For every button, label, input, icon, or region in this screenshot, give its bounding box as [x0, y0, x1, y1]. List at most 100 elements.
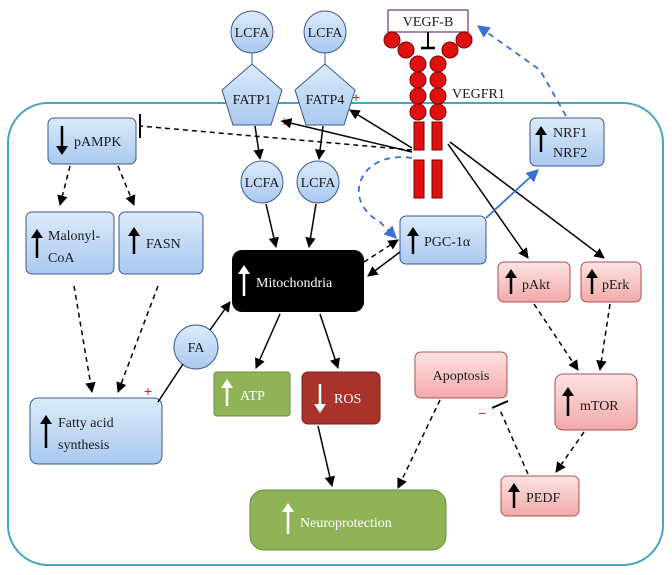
lcfa-inner-1: LCFA: [240, 160, 284, 204]
svg-text:LCFA: LCFA: [301, 176, 337, 191]
svg-text:LCFA: LCFA: [245, 176, 281, 191]
up-arrow-icon-head: [586, 269, 598, 278]
receptor-transmembrane: [413, 121, 425, 151]
up-arrow-icon-head: [508, 483, 520, 492]
blue-connectors: [357, 25, 567, 239]
down-arrow-icon-head: [314, 404, 326, 413]
svg-text:Malonyl-: Malonyl-: [48, 229, 100, 244]
pgc1a-node: PGC-1α: [399, 215, 487, 265]
receptor-domain: [429, 103, 447, 121]
arrow-mito-atp: [255, 313, 281, 369]
mtor-node: mTOR: [554, 373, 638, 431]
arrow-pampk-fasn: [117, 165, 136, 206]
vegfr1-receptor: VEGF-B VEGFR1: [383, 9, 505, 199]
dashed-connectors: [57, 125, 611, 489]
svg-text:pErk: pErk: [602, 278, 629, 293]
line-fas-fa: [157, 363, 184, 403]
receptor-domain: [409, 55, 427, 73]
receptor-kinase: [431, 159, 443, 199]
receptor-domain: [409, 103, 427, 121]
receptor-kinase: [413, 159, 425, 199]
arrow-mito-pgc1a: [363, 239, 399, 263]
arrow-fasn-fas: [116, 285, 159, 393]
mitochondria-node: Mitochondria: [232, 250, 364, 312]
receptor-domain: [429, 71, 447, 89]
svg-text:NRF1: NRF1: [553, 126, 587, 141]
svg-text:LCFA: LCFA: [235, 26, 271, 41]
up-arrow-icon-head: [128, 227, 140, 236]
receptor-domain: [455, 31, 473, 49]
receptor-domain: [383, 31, 401, 49]
arrow-fa-mito: [209, 301, 231, 331]
svg-text:pAMPK: pAMPK: [74, 135, 121, 150]
svg-text:FASN: FASN: [146, 237, 181, 252]
malonyl-coa-node: Malonyl- CoA: [25, 211, 115, 275]
fasn-node: FASN: [118, 211, 204, 275]
svg-text:PEDF: PEDF: [526, 491, 560, 506]
inhibit-receptor-pampk: [139, 125, 413, 151]
svg-text:Fatty acid: Fatty acid: [58, 416, 114, 431]
up-arrow-icon-head: [40, 415, 52, 424]
receptor-domain: [409, 71, 427, 89]
down-arrow-icon-head: [56, 146, 68, 155]
arrow-receptor-fatp1: [280, 118, 413, 153]
up-arrow-icon-head: [221, 379, 233, 388]
apoptosis-node: Apoptosis −: [414, 351, 508, 421]
arrow-receptor-pgc1a: [357, 156, 413, 239]
pampk-node: pAMPK: [47, 117, 137, 165]
vegfr1-label: VEGFR1: [452, 87, 505, 102]
arrow-perk-mtor: [596, 303, 611, 372]
svg-text:Mitochondria: Mitochondria: [256, 276, 333, 291]
nrf-node: NRF1 NRF2: [529, 117, 605, 167]
arrow-receptor-pakt: [447, 143, 529, 259]
fatp4-transporter: FATP4 +: [294, 63, 360, 126]
up-arrow-icon-head: [562, 387, 574, 396]
fatp4-plus-sign: +: [352, 89, 360, 105]
perk-node: pErk: [580, 261, 642, 303]
fatp1-transporter: FATP1 +: [221, 63, 288, 129]
arrow-fatp1-lcfa: [253, 125, 264, 161]
arrow-mito-ros: [319, 313, 340, 369]
arrow-malonyl-fas: [73, 285, 96, 394]
svg-text:mTOR: mTOR: [580, 399, 619, 414]
lcfa-top-1: LCFA: [230, 10, 274, 54]
arrow-pakt-mtor: [533, 303, 579, 371]
svg-text:FATP1: FATP1: [233, 93, 272, 108]
arrow-lcfa-mito: [305, 203, 317, 249]
svg-text:NRF2: NRF2: [553, 146, 587, 161]
receptor-domain: [409, 87, 427, 105]
svg-text:FA: FA: [188, 341, 206, 356]
apoptosis-minus-sign: −: [478, 405, 486, 421]
svg-text:Apoptosis: Apoptosis: [433, 369, 490, 384]
fa-node: FA: [173, 324, 219, 370]
receptor-domain: [441, 41, 459, 59]
arrow-pgc1a-nrf: [485, 169, 539, 219]
up-arrow-icon-head: [505, 269, 517, 278]
arrow-lcfa-mito: [265, 203, 279, 249]
receptor-transmembrane: [431, 121, 443, 151]
arrow-pgc1a-mito: [367, 251, 401, 277]
lcfa-inner-2: LCFA: [296, 160, 340, 204]
svg-text:LCFA: LCFA: [308, 26, 344, 41]
inhibit-pedf-apoptosis: [499, 409, 529, 475]
svg-text:pAkt: pAkt: [522, 278, 550, 293]
receptor-domain: [429, 55, 447, 73]
ros-node: ROS: [301, 371, 381, 425]
fatty-acid-synthesis-node: Fatty acid synthesis +: [29, 383, 163, 465]
svg-text:PGC-1α: PGC-1α: [424, 235, 471, 250]
pakt-node: pAkt: [497, 261, 571, 303]
arrow-nrf-vegfb: [476, 25, 567, 117]
up-arrow-icon-head: [238, 265, 250, 274]
connectors: [157, 109, 605, 488]
svg-text:FATP4: FATP4: [306, 93, 345, 108]
neuroprotection-node: Neuroprotection: [249, 489, 447, 551]
arrow-pampk-malonyl: [57, 165, 71, 207]
vegf-b-label: VEGF-B: [403, 15, 454, 30]
inhibit-bar-apoptosis: [491, 400, 509, 409]
up-arrow-icon-head: [407, 227, 419, 236]
receptor-domain: [429, 87, 447, 105]
fas-plus-sign: +: [144, 383, 152, 399]
arrow-receptor-perk: [449, 141, 605, 259]
